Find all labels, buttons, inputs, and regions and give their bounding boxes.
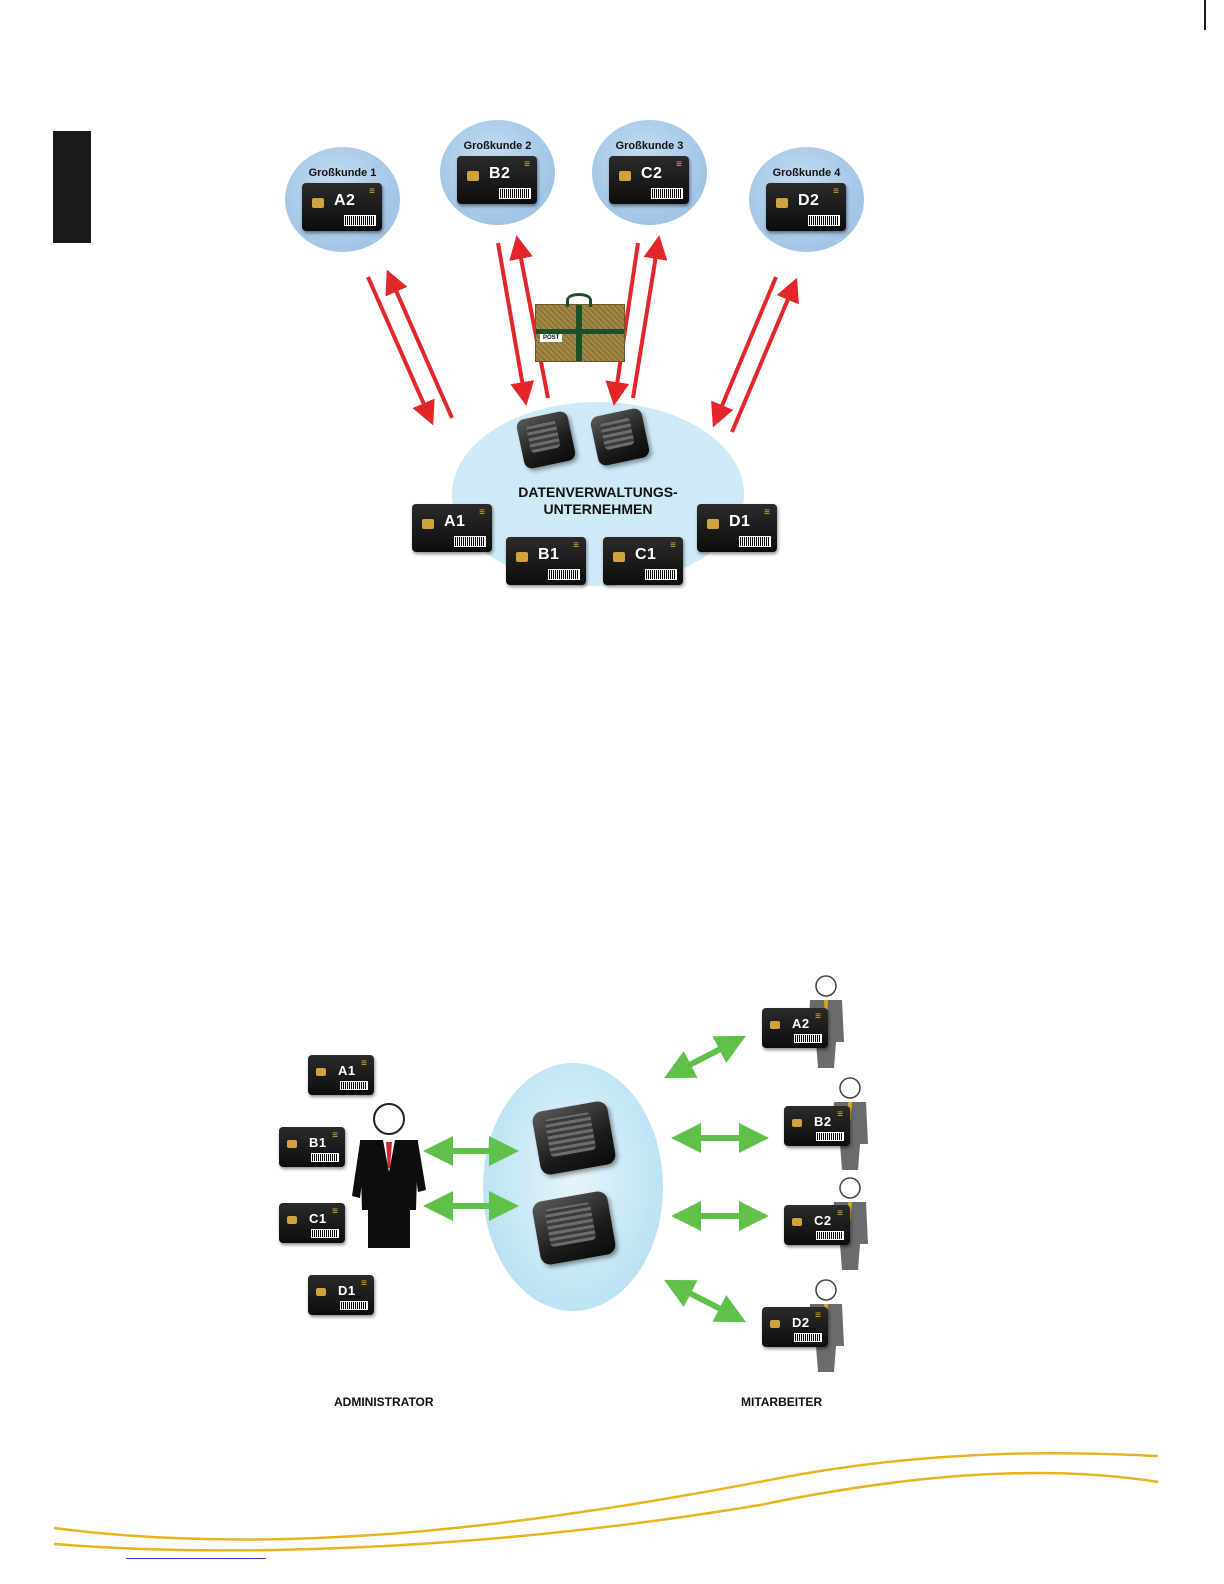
card-label: D2 — [792, 1315, 810, 1330]
smart-card: B2 ≡ — [784, 1106, 850, 1146]
arrow-device-employee-d2 — [672, 1284, 738, 1318]
logo-icon: ≡ — [837, 1209, 843, 1219]
card-label: B2 — [814, 1114, 832, 1129]
logo-icon: ≡ — [837, 1110, 843, 1120]
chip-icon — [792, 1218, 802, 1226]
administrator-figure-icon — [352, 1104, 426, 1248]
barcode-icon — [816, 1231, 844, 1240]
logo-icon: ≡ — [815, 1311, 821, 1321]
barcode-icon — [794, 1034, 822, 1043]
chip-icon — [770, 1320, 780, 1328]
chip-icon — [792, 1119, 802, 1127]
logo-icon: ≡ — [815, 1012, 821, 1022]
footer-wave — [54, 1453, 1158, 1550]
smart-card: D2 ≡ — [762, 1307, 828, 1347]
card-label: A2 — [792, 1016, 810, 1031]
arrow-device-employee-a2 — [672, 1040, 738, 1074]
barcode-icon — [816, 1132, 844, 1141]
smart-card: C2 ≡ — [784, 1205, 850, 1245]
footer-rule — [126, 1558, 266, 1559]
administrator-label: ADMINISTRATOR — [334, 1395, 434, 1409]
smart-card: A2 ≡ — [762, 1008, 828, 1048]
card-label: C2 — [814, 1213, 832, 1228]
chip-icon — [770, 1021, 780, 1029]
employee-label: MITARBEITER — [741, 1395, 822, 1409]
barcode-icon — [794, 1333, 822, 1342]
